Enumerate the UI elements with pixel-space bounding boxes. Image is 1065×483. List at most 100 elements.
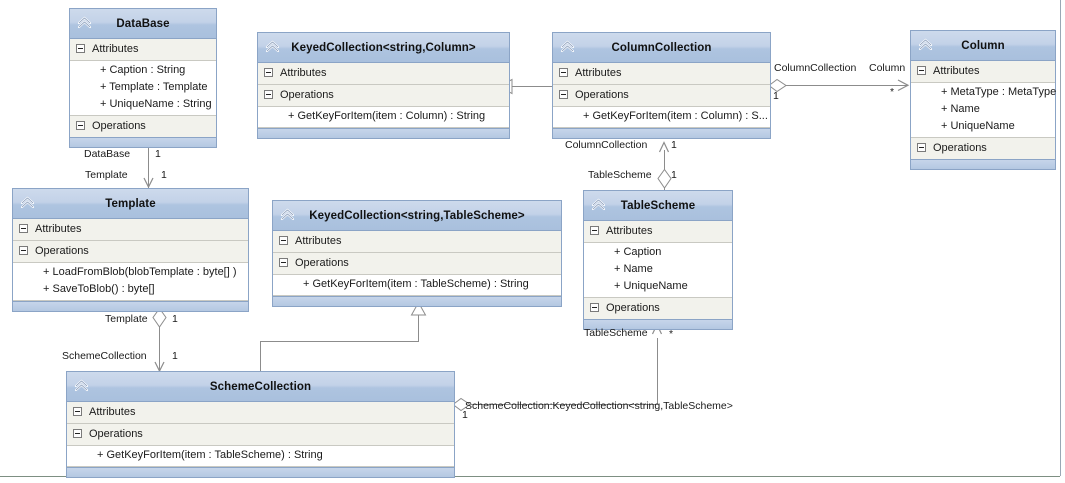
section-operations-template[interactable]: Operations (13, 241, 248, 263)
section-operations-columncollection[interactable]: Operations (553, 85, 770, 107)
expander-icon[interactable] (559, 90, 568, 99)
collapse-chevron-icon[interactable] (279, 206, 296, 223)
attribute-list-column: + MetaType : MetaType + Name + UniqueNam… (911, 83, 1056, 138)
operation-item: + GetKeyForItem(item : Column) : S... (583, 110, 768, 122)
section-operations-column[interactable]: Operations (911, 138, 1055, 159)
expander-icon[interactable] (76, 44, 85, 53)
class-footer (70, 137, 216, 147)
connector-gen-columncollection (512, 86, 552, 87)
collapse-chevron-icon[interactable] (559, 38, 576, 55)
expander-icon[interactable] (590, 226, 599, 235)
edge-mult-schemecollection-role: 1 (172, 350, 178, 362)
section-attributes-column[interactable]: Attributes (911, 61, 1055, 83)
expander-icon[interactable] (264, 90, 273, 99)
edge-label-tablescheme-agg: TableScheme (588, 169, 652, 181)
collapse-chevron-icon[interactable] (19, 194, 36, 211)
edge-label-schemecollection-qualified: SchemeCollection:KeyedCollection<string,… (465, 400, 733, 412)
aggregation-diamond-template-sc (150, 307, 169, 329)
attribute-item: + Name (614, 263, 653, 275)
expander-icon[interactable] (73, 429, 82, 438)
arrowhead-column (896, 78, 912, 94)
section-attributes-database[interactable]: Attributes (70, 39, 216, 61)
class-footer (13, 301, 248, 311)
expander-icon[interactable] (19, 224, 28, 233)
operation-list-keyedcollection-column: + GetKeyForItem(item : Column) : String (258, 107, 509, 128)
section-label: Attributes (295, 235, 342, 247)
expander-icon[interactable] (279, 258, 288, 267)
attribute-item: + Template : Template (100, 81, 208, 93)
connector-gen-schemecollection-h (260, 341, 419, 342)
section-label: Attributes (575, 67, 622, 79)
generalization-triangle-keyedcollection-tablescheme (410, 301, 427, 317)
expander-icon[interactable] (590, 303, 599, 312)
section-operations-keyedcollection-column[interactable]: Operations (258, 85, 509, 107)
attribute-item: + Name (941, 103, 980, 115)
expander-icon[interactable] (279, 236, 288, 245)
aggregation-diamond-columncollection (768, 77, 788, 94)
edge-mult-template-sc: 1 (172, 313, 178, 325)
section-label: Operations (575, 89, 629, 101)
section-label: Operations (933, 142, 987, 154)
section-operations-tablescheme[interactable]: Operations (584, 298, 732, 319)
section-attributes-keyedcollection-column[interactable]: Attributes (258, 63, 509, 85)
section-attributes-template[interactable]: Attributes (13, 219, 248, 241)
expander-icon[interactable] (559, 68, 568, 77)
connector-schemecollection-tablescheme-v (657, 338, 658, 405)
edge-label-template-role: Template (85, 169, 128, 181)
section-attributes-schemecollection[interactable]: Attributes (67, 402, 454, 424)
operation-item: + SaveToBlob() : byte[] (43, 283, 155, 295)
class-footer (553, 128, 770, 138)
class-box-schemecollection[interactable]: SchemeCollection Attributes Operations +… (66, 371, 455, 478)
section-operations-database[interactable]: Operations (70, 116, 216, 137)
class-header-columncollection: ColumnCollection (553, 33, 770, 63)
section-attributes-columncollection[interactable]: Attributes (553, 63, 770, 85)
class-box-column[interactable]: Column Attributes + MetaType : MetaType … (910, 30, 1056, 170)
edge-label-columncollection-role: ColumnCollection (774, 62, 857, 74)
edge-label-database-role: DataBase (84, 148, 131, 160)
edge-mult-database: 1 (155, 148, 161, 160)
class-box-tablescheme[interactable]: TableScheme Attributes + Caption + Name … (583, 190, 733, 330)
section-operations-keyedcollection-tablescheme[interactable]: Operations (273, 253, 561, 275)
aggregation-diamond-schemecollection-ts (452, 396, 472, 413)
expander-icon[interactable] (19, 246, 28, 255)
collapse-chevron-icon[interactable] (917, 36, 934, 53)
class-title-keyedcollection-column: KeyedCollection<string,Column> (291, 41, 476, 54)
collapse-chevron-icon[interactable] (73, 377, 90, 394)
edge-mult-columncollection: 1 (773, 90, 779, 102)
class-box-database[interactable]: DataBase Attributes + Caption : String +… (69, 8, 217, 148)
operation-list-keyedcollection-tablescheme: + GetKeyForItem(item : TableScheme) : St… (273, 275, 561, 296)
class-box-template[interactable]: Template Attributes Operations + LoadFro… (12, 188, 249, 312)
edge-label-schemecollection-role: SchemeCollection (62, 350, 147, 362)
expander-icon[interactable] (264, 68, 273, 77)
attribute-list-database: + Caption : String + Template : Template… (70, 61, 216, 116)
page-border-bottom (0, 476, 1060, 477)
expander-icon[interactable] (917, 143, 926, 152)
class-footer (584, 319, 732, 329)
class-box-keyedcollection-tablescheme[interactable]: KeyedCollection<string,TableScheme> Attr… (272, 200, 562, 307)
attribute-list-tablescheme: + Caption + Name + UniqueName (584, 243, 732, 298)
aggregation-diamond-tablescheme-cc (655, 168, 674, 190)
class-box-columncollection[interactable]: ColumnCollection Attributes Operations +… (552, 32, 771, 139)
section-label: Operations (35, 245, 89, 257)
section-operations-schemecollection[interactable]: Operations (67, 424, 454, 446)
collapse-chevron-icon[interactable] (264, 38, 281, 55)
operation-item: + GetKeyForItem(item : TableScheme) : St… (97, 449, 323, 461)
expander-icon[interactable] (76, 121, 85, 130)
collapse-chevron-icon[interactable] (76, 14, 93, 31)
class-header-keyedcollection-column: KeyedCollection<string,Column> (258, 33, 509, 63)
section-label: Attributes (35, 223, 82, 235)
section-attributes-keyedcollection-tablescheme[interactable]: Attributes (273, 231, 561, 253)
edge-mult-schemecollection-sc: 1 (462, 409, 468, 421)
page-border-right (1060, 0, 1061, 476)
collapse-chevron-icon[interactable] (590, 196, 607, 213)
class-title-column: Column (961, 39, 1005, 52)
connector-template-schemecollection (159, 305, 160, 373)
section-attributes-tablescheme[interactable]: Attributes (584, 221, 732, 243)
operation-list-template: + LoadFromBlob(blobTemplate : byte[] ) +… (13, 263, 248, 301)
class-box-keyedcollection-column[interactable]: KeyedCollection<string,Column> Attribute… (257, 32, 510, 139)
class-header-template: Template (13, 189, 248, 219)
expander-icon[interactable] (73, 407, 82, 416)
section-label: Operations (92, 120, 146, 132)
operation-item: + LoadFromBlob(blobTemplate : byte[] ) (43, 266, 237, 278)
expander-icon[interactable] (917, 66, 926, 75)
